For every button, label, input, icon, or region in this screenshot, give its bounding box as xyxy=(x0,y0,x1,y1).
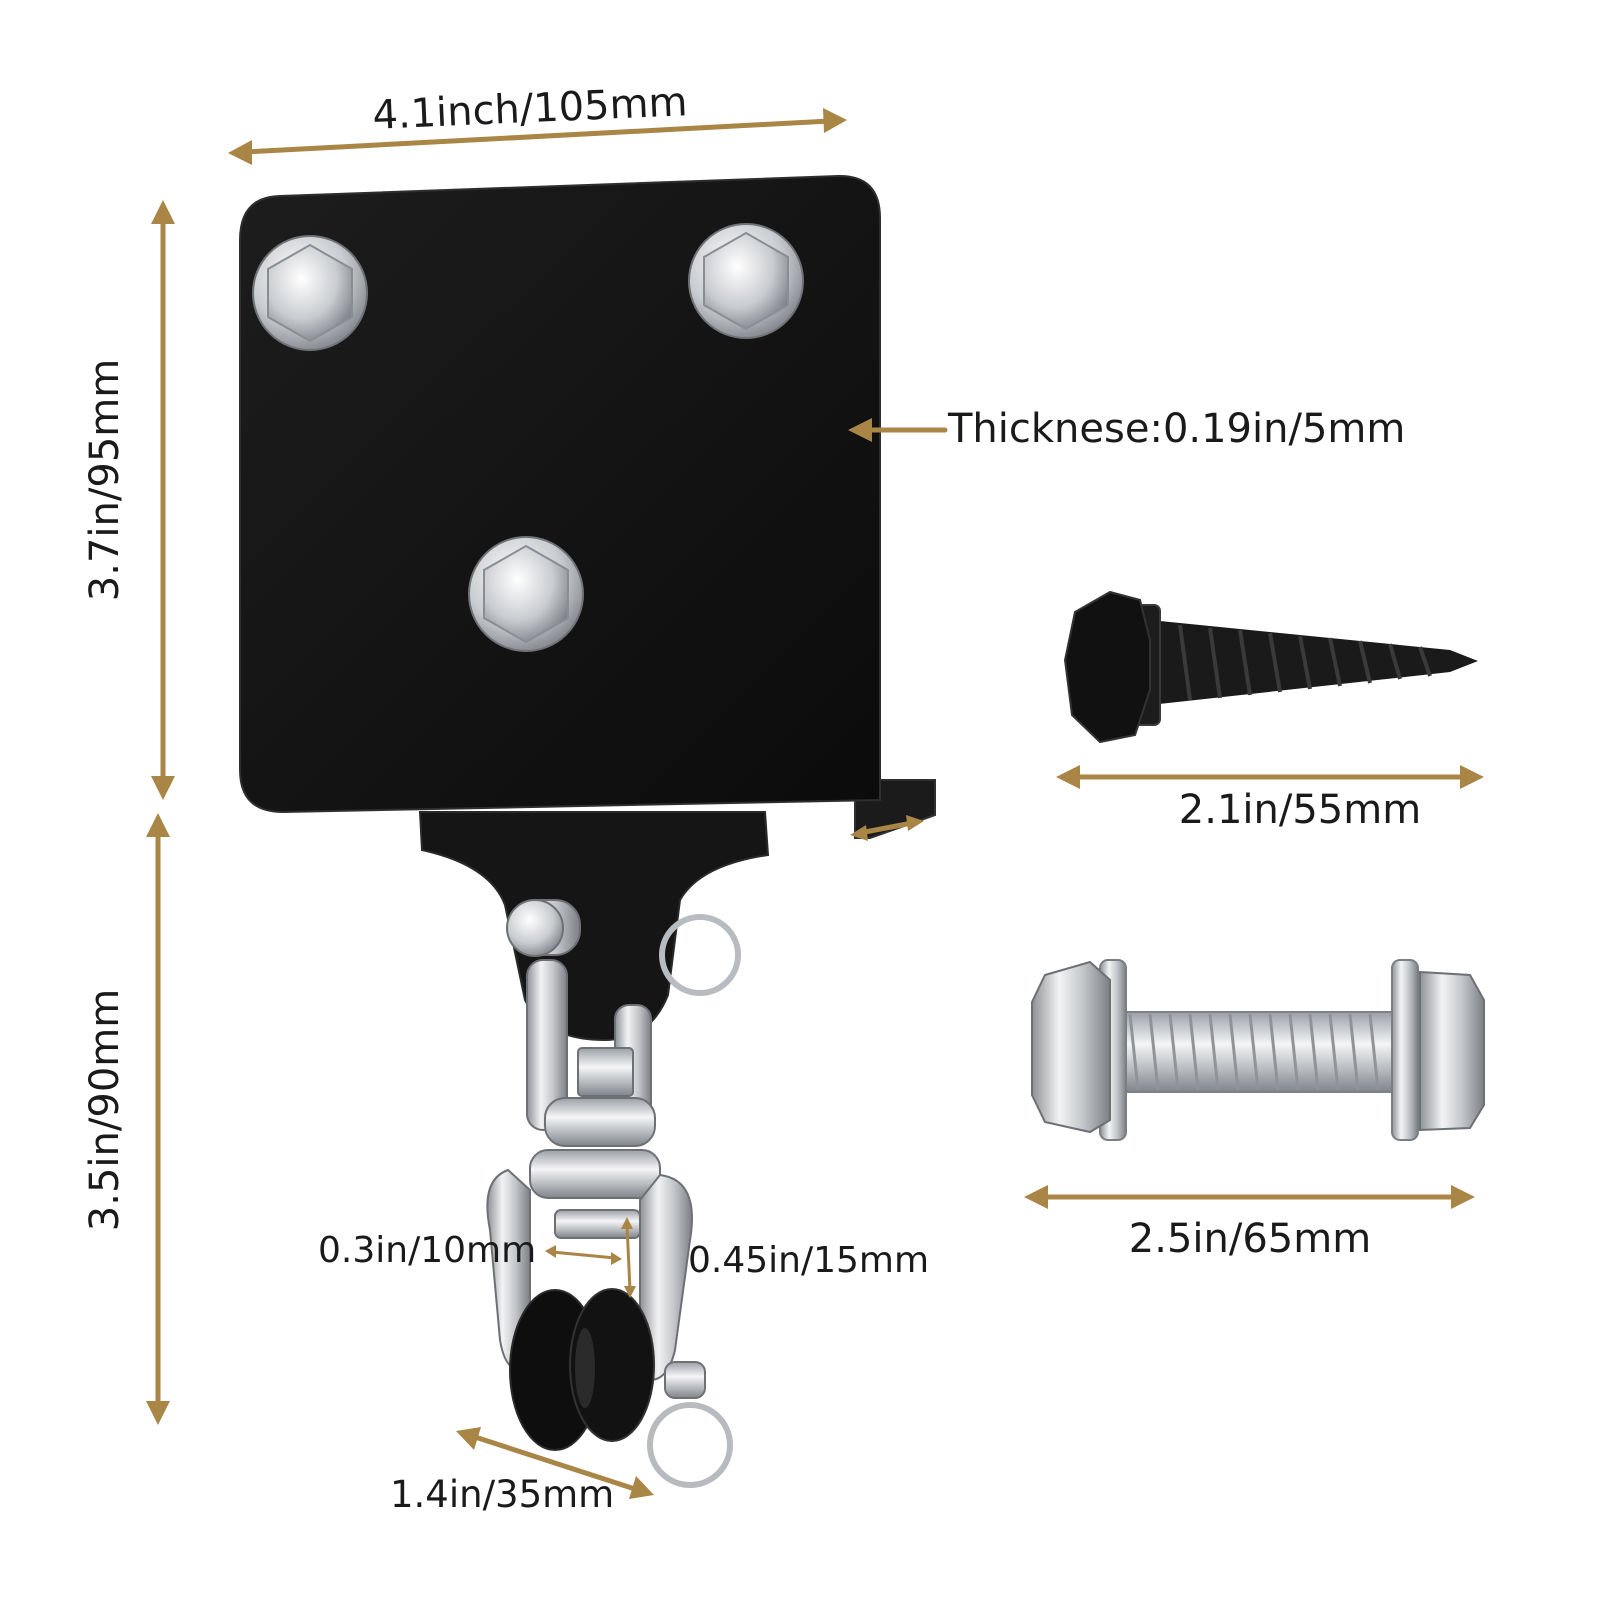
label-thickness: Thicknese:0.19in/5mm xyxy=(947,406,1405,452)
arrow-lag-screw-length xyxy=(1056,765,1484,789)
plate-bolt-top-right xyxy=(688,223,804,339)
bolt-thread-ridges xyxy=(1128,1013,1380,1091)
plate-bolt-center xyxy=(468,536,584,652)
bracket xyxy=(239,174,936,1488)
label-pin-width: 0.3in/10mm xyxy=(318,1230,536,1271)
label-lag-screw-length: 2.1in/55mm xyxy=(1179,787,1421,833)
arrow-bolt-length xyxy=(1024,1185,1475,1209)
label-bolt-length: 2.5in/65mm xyxy=(1129,1216,1371,1262)
arrow-flange-thickness xyxy=(850,815,924,841)
arrow-plate-height xyxy=(151,200,175,800)
arrow-pin-gap xyxy=(621,1217,636,1298)
lag-screw-head xyxy=(1063,590,1151,744)
swivel-upper-shackle xyxy=(526,959,656,1147)
hex-bolt xyxy=(1031,959,1485,1141)
label-roller-width: 1.4in/35mm xyxy=(390,1473,614,1516)
label-plate-height: 3.7in/95mm xyxy=(82,359,128,601)
arrow-plate-width xyxy=(228,108,847,165)
lag-screw-thread-ridges xyxy=(1178,624,1432,701)
lag-screw-thread xyxy=(1150,620,1478,705)
clip-pin xyxy=(647,1361,733,1488)
arrow-roller-width xyxy=(456,1427,654,1499)
bracket-mount-tab xyxy=(418,811,770,1042)
label-pin-gap: 0.45in/15mm xyxy=(688,1240,929,1281)
pivot-pin xyxy=(506,899,741,996)
rubber-roller xyxy=(509,1288,655,1451)
hex-nut xyxy=(1419,970,1485,1132)
arrow-thickness xyxy=(848,418,948,442)
dimension-labels: 4.1inch/105mm 3.7in/95mm Thicknese:0.19i… xyxy=(82,79,1421,1516)
nut-washer xyxy=(1391,959,1419,1141)
arrow-pin-width xyxy=(545,1245,622,1265)
label-swivel-height: 3.5in/90mm xyxy=(82,989,128,1231)
arrow-swivel-height xyxy=(146,813,170,1425)
dimension-arrows xyxy=(146,108,1484,1499)
lag-screw xyxy=(1063,590,1478,744)
plate-bolt-top-left xyxy=(252,235,368,351)
bracket-plate xyxy=(239,174,881,814)
bolt-head xyxy=(1031,960,1111,1134)
